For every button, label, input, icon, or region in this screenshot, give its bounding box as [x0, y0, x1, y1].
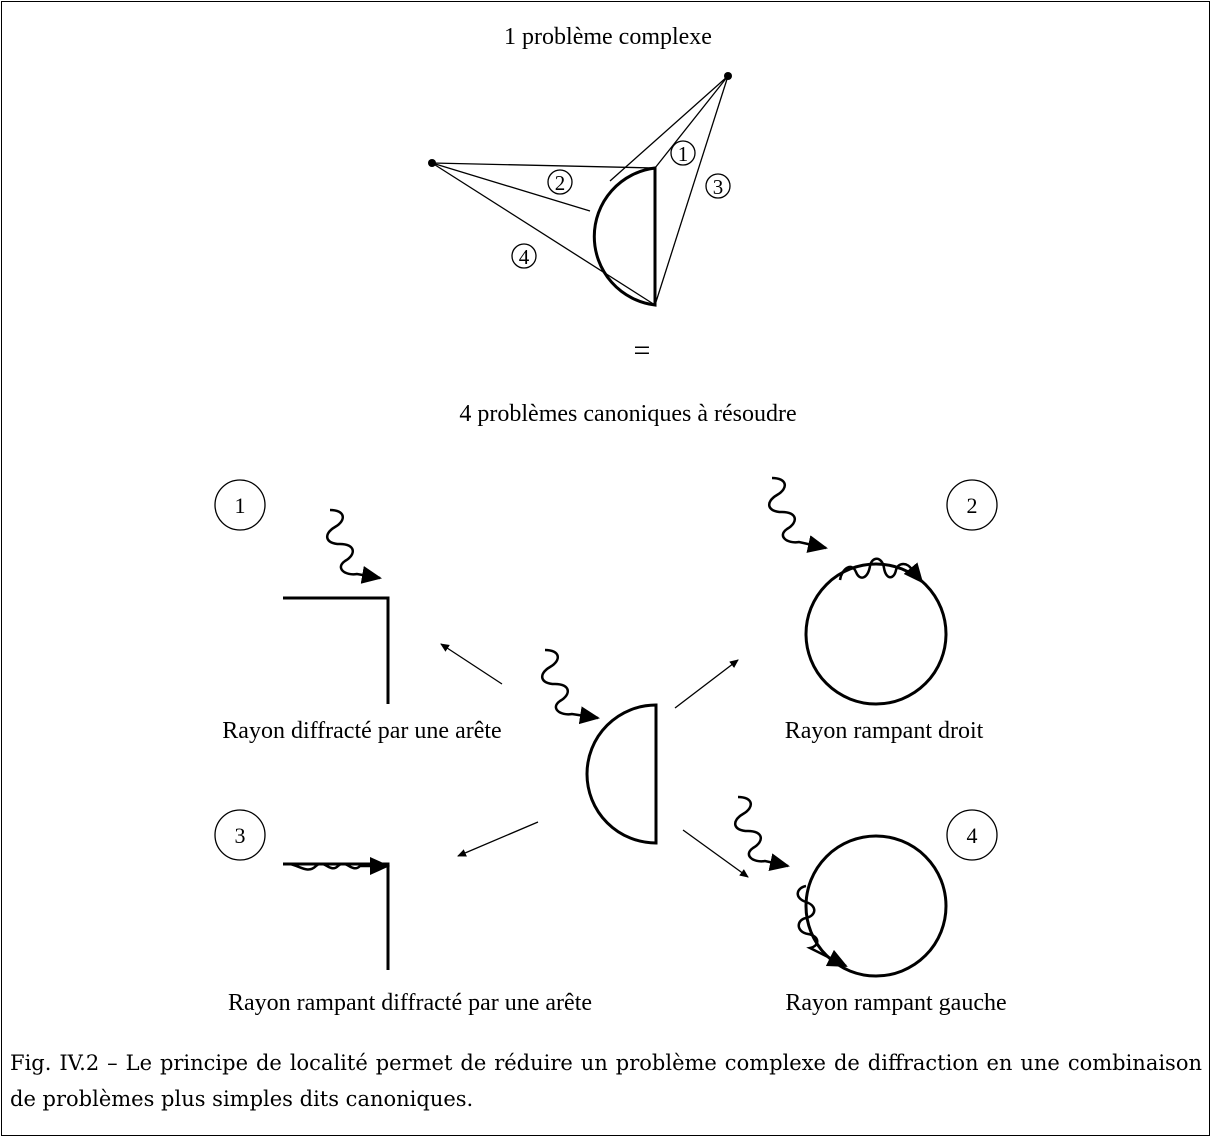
- panel-number: 1: [235, 493, 246, 518]
- ray-number: 2: [555, 171, 566, 195]
- ray-line: [654, 75, 729, 306]
- incident-wave: [734, 795, 790, 871]
- panel-4: 4 Rayon rampant gauche: [734, 795, 1007, 1016]
- panel-number: 4: [967, 823, 978, 848]
- panel-number-circle: [946, 809, 998, 861]
- arrow-to-panel-2: [674, 659, 739, 709]
- ray-number: 1: [678, 142, 689, 166]
- figure-caption: Fig. IV.2 – Le principe de localité perm…: [10, 1051, 1202, 1111]
- top-title: 1 problème complexe: [504, 24, 712, 50]
- arrow-to-panel-1: [440, 643, 503, 685]
- incident-wave: [768, 476, 828, 553]
- wedge-edge: [283, 596, 390, 704]
- equals-sign: =: [634, 334, 651, 367]
- diagram-canvas: 1 problème complexe 1 2 3 4 = 4 problème…: [214, 24, 1007, 1016]
- cylinder: [804, 562, 948, 706]
- complex-problem-diagram: [428, 72, 732, 307]
- subtitle: 4 problèmes canoniques à résoudre: [459, 401, 796, 427]
- creeping-wave: [796, 884, 848, 968]
- panel-number: 2: [967, 493, 978, 518]
- panel-2: 2 Rayon rampant droit: [768, 476, 998, 744]
- panel-1: 1 Rayon diffracté par une arête: [214, 479, 502, 744]
- center-half-disc: [585, 703, 658, 845]
- panel-number: 3: [235, 823, 246, 848]
- panel-label: Rayon diffracté par une arête: [222, 718, 501, 744]
- ray-line: [609, 75, 729, 182]
- center-half-disc-group: [440, 643, 749, 878]
- panel-number-circle: [946, 479, 998, 531]
- ray-number-badges: 1 2 3 4: [511, 140, 731, 269]
- arrow-to-panel-4: [682, 829, 749, 878]
- ray-number-circle: [705, 173, 731, 199]
- panel-label: Rayon rampant diffracté par une arête: [228, 990, 592, 1016]
- arrow-to-panel-3: [457, 821, 539, 857]
- panel-number-circle: [214, 809, 266, 861]
- ray-line: [431, 162, 656, 169]
- incident-wave: [541, 648, 600, 725]
- creeping-wave: [289, 857, 390, 875]
- panel-3: 3 Rayon rampant diffracté par une arête: [214, 809, 592, 1016]
- half-disc-obstacle: [592, 166, 657, 307]
- ray-number-circle: [670, 140, 696, 166]
- ray-line: [431, 162, 591, 212]
- ray-number-circle: [547, 169, 573, 195]
- ray-number: 4: [519, 245, 530, 269]
- ray-number: 3: [713, 175, 724, 199]
- ray-line: [654, 75, 729, 169]
- creeping-wave: [838, 557, 924, 584]
- panel-label: Rayon rampant droit: [785, 718, 984, 744]
- ray-number-circle: [511, 243, 537, 269]
- cylinder: [804, 834, 948, 978]
- panel-number-circle: [214, 479, 266, 531]
- incident-wave: [326, 508, 382, 584]
- wedge-edge: [283, 862, 390, 970]
- panel-label: Rayon rampant gauche: [785, 990, 1006, 1016]
- ray-line: [431, 162, 656, 306]
